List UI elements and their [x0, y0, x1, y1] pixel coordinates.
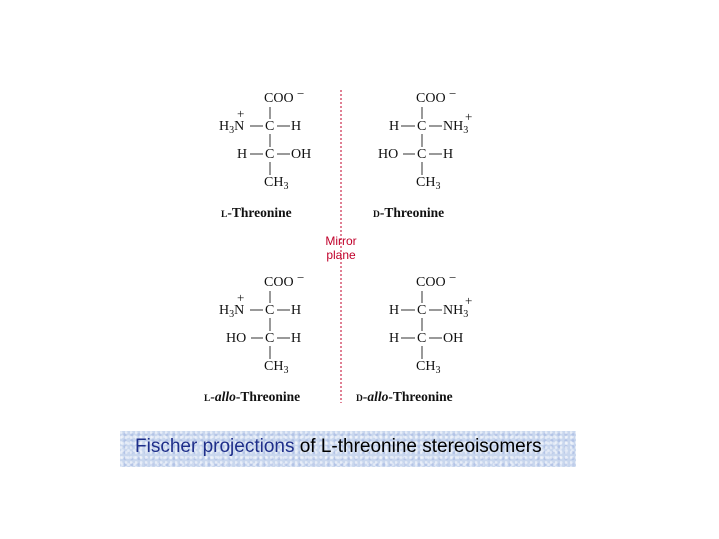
name-prefix: L [204, 394, 211, 404]
methyl-sub: 3 [283, 181, 289, 192]
caption-rest: of L-threonine stereoisomers [294, 436, 542, 457]
amine-group: NH3 [443, 119, 468, 139]
amine-sub: 3 [463, 309, 469, 320]
mirror-label-line2: plane [326, 248, 356, 262]
methyl-label: CH [264, 175, 284, 190]
caption: Fischer projections of L-threonine stere… [135, 436, 542, 458]
amine-label: NH [443, 303, 464, 318]
amine-n: N [234, 303, 245, 318]
amine-sub: 3 [463, 125, 469, 136]
hydrogen-right: H [291, 119, 302, 134]
positive-charge: + [465, 293, 473, 308]
name-suffix: -Threonine [379, 205, 445, 220]
amine-h: H [219, 303, 230, 318]
name-suffix: -Threonine [235, 389, 301, 404]
hydrogen-right-lower: H [291, 331, 302, 346]
methyl-group: CH3 [416, 175, 440, 195]
carboxylate-label: COO [264, 91, 294, 106]
carboxylate-group: COO [264, 275, 294, 290]
amine-sub: 3 [229, 125, 235, 136]
d-threonine-name: D-Threonine [373, 205, 444, 223]
carbon-3: C [265, 331, 275, 346]
amine-group: H3N [219, 303, 244, 323]
hydroxyl-group: OH [443, 331, 464, 346]
l-allo-threonine-name: L-allo-Threonine [204, 389, 300, 407]
negative-charge: − [297, 86, 305, 101]
methyl-group: CH3 [416, 359, 440, 379]
amine-group: NH3 [443, 303, 468, 323]
name-prefix: D [356, 394, 363, 404]
hydroxyl-group: HO [378, 147, 399, 162]
methyl-label: CH [416, 359, 436, 374]
mirror-label-line1: Mirror [325, 234, 357, 248]
carboxylate-group: COO [416, 275, 446, 290]
caption-highlight: Fischer projections [135, 436, 295, 457]
hydrogen-left: H [237, 147, 248, 162]
positive-charge: + [237, 106, 245, 121]
positive-charge: + [465, 109, 473, 124]
amine-group: H3N [219, 119, 244, 139]
carbon-3: C [417, 147, 427, 162]
name-italic: -allo [362, 389, 389, 404]
hydrogen-right: H [443, 147, 454, 162]
hydrogen-left: H [389, 303, 400, 318]
amine-sub: 3 [229, 309, 235, 320]
hydroxyl-group: OH [291, 147, 312, 162]
methyl-sub: 3 [283, 365, 289, 376]
hydrogen-left: H [389, 119, 400, 134]
name-italic: -allo [210, 389, 236, 404]
methyl-sub: 3 [435, 181, 441, 192]
negative-charge: − [449, 86, 457, 101]
amine-n: N [234, 119, 245, 134]
carbon-2: C [265, 303, 275, 318]
hydrogen-right: H [291, 303, 302, 318]
methyl-group: CH3 [264, 359, 288, 379]
l-threonine-name: L-Threonine [221, 205, 292, 223]
methyl-label: CH [264, 359, 284, 374]
carbon-2: C [417, 119, 427, 134]
carbon-2: C [417, 303, 427, 318]
hydrogen-left-lower: H [389, 331, 400, 346]
name-prefix: D [373, 210, 380, 220]
carboxylate-group: COO [264, 91, 294, 107]
negative-charge: − [449, 270, 457, 285]
negative-charge: − [297, 270, 305, 285]
d-allo-threonine-name: D-allo-Threonine [356, 389, 453, 407]
hydroxyl-group: HO [226, 331, 247, 346]
amine-h: H [219, 119, 230, 134]
methyl-group: CH3 [264, 175, 288, 195]
name-suffix: -Threonine [227, 205, 292, 220]
carboxylate-group: COO [416, 91, 446, 106]
carbon-3: C [417, 331, 427, 346]
mirror-plane-label: Mirror plane [317, 234, 365, 262]
name-prefix: L [221, 210, 228, 220]
name-suffix: -Threonine [388, 389, 453, 404]
caption-background [120, 431, 576, 467]
carbon-3: C [265, 147, 275, 162]
methyl-sub: 3 [435, 365, 441, 376]
positive-charge: + [237, 290, 245, 305]
methyl-label: CH [416, 175, 436, 190]
carbon-2: C [265, 119, 275, 134]
amine-label: NH [443, 119, 464, 134]
